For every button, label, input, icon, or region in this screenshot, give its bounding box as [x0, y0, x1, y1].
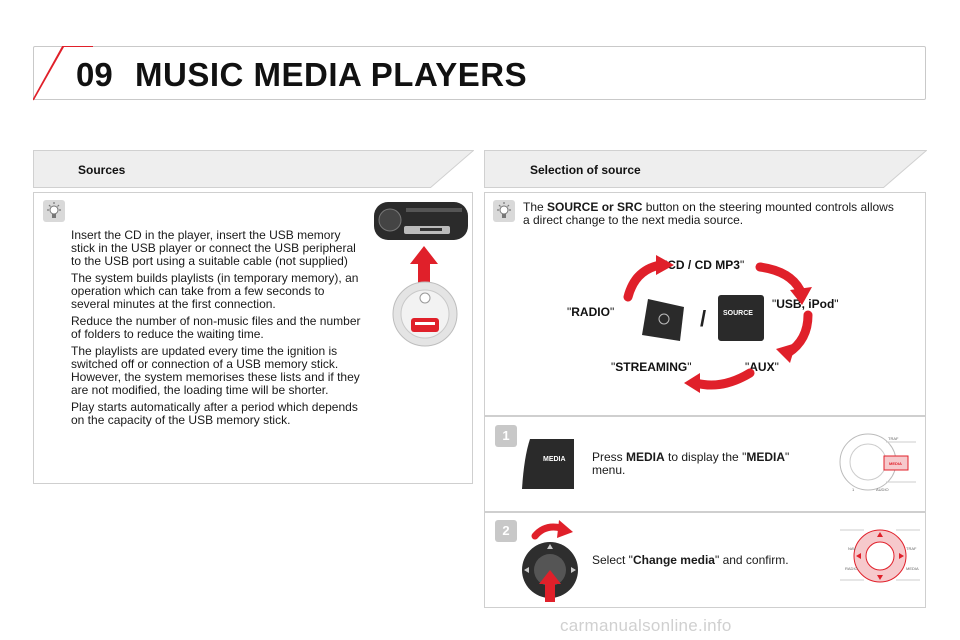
- selection-panel: [484, 192, 926, 416]
- sources-paragraph: The system builds playlists (in temporar…: [71, 271, 359, 311]
- sources-paragraph: Insert the CD in the player, insert the …: [71, 228, 356, 268]
- source-radio: "RADIO": [567, 305, 615, 319]
- intro-text: button on the steering mounted controls …: [523, 200, 894, 227]
- source-cycle-arrows: [623, 255, 813, 393]
- cd-player-illustration: [374, 202, 468, 286]
- tip-icon: [493, 200, 515, 222]
- media-button-label: MEDIA: [543, 456, 566, 463]
- panel-label-media: MEDIA: [906, 566, 919, 571]
- footer-watermark: carmanualsonline.info: [560, 616, 732, 635]
- sources-paragraph: Reduce the number of non-music files and…: [71, 314, 361, 341]
- panel-label-audio: AUDIO: [876, 487, 889, 492]
- source-streaming: "STREAMING": [611, 360, 692, 374]
- sources-panel: [33, 192, 473, 484]
- selection-heading: Selection of source: [530, 163, 641, 177]
- panel-label-radio: RADIO: [845, 566, 858, 571]
- step-1-text: Press MEDIA to display the "MEDIA" menu.: [592, 450, 790, 477]
- chapter-number: 09: [76, 56, 113, 93]
- panel-label-one: 1: [852, 487, 855, 492]
- source-button-label: SOURCE: [723, 310, 753, 317]
- source-usb: "USB, iPod": [772, 297, 839, 311]
- usb-port-illustration: [392, 281, 458, 347]
- step-number: 1: [495, 425, 517, 447]
- sources-paragraph: The playlists are updated every time the…: [71, 344, 360, 397]
- selection-tab: Selection of source: [484, 150, 926, 188]
- sources-heading: Sources: [78, 163, 126, 177]
- sources-paragraph: Play starts automatically after a period…: [71, 400, 358, 427]
- sources-tab: Sources: [33, 150, 473, 188]
- source-aux: "AUX": [745, 360, 779, 374]
- panel-label-media: MEDIA: [889, 461, 902, 466]
- page-title: MUSIC MEDIA PLAYERS: [135, 56, 528, 93]
- control-panel-illustration: [838, 428, 918, 498]
- panel-label-traf: TRAF: [906, 546, 917, 551]
- tip-icon: [43, 200, 65, 222]
- slash-separator: /: [700, 306, 707, 331]
- rotary-knob-illustration: [522, 520, 578, 602]
- steering-control-button: [642, 299, 684, 341]
- nav-panel-illustration: [840, 529, 920, 583]
- media-button-illustration: [522, 439, 574, 489]
- selection-intro: The SOURCE or SRC button on the steering…: [523, 201, 903, 227]
- header-bar: [33, 46, 926, 100]
- tab-slant-decoration: [430, 150, 474, 188]
- intro-bold: SOURCE or SRC: [547, 200, 643, 214]
- step-number: 2: [495, 520, 517, 542]
- sources-text: Insert the CD in the player, insert the …: [71, 229, 366, 431]
- source-button: SOURCE: [718, 295, 764, 341]
- tab-slant-decoration: [883, 150, 927, 188]
- intro-text: The: [523, 200, 548, 214]
- step-2-text: Select "Change media" and confirm.: [592, 553, 789, 567]
- header-corner-decoration: [33, 46, 93, 101]
- panel-label-traf: TRAF: [888, 436, 899, 441]
- panel-label-nav: NAV: [848, 546, 856, 551]
